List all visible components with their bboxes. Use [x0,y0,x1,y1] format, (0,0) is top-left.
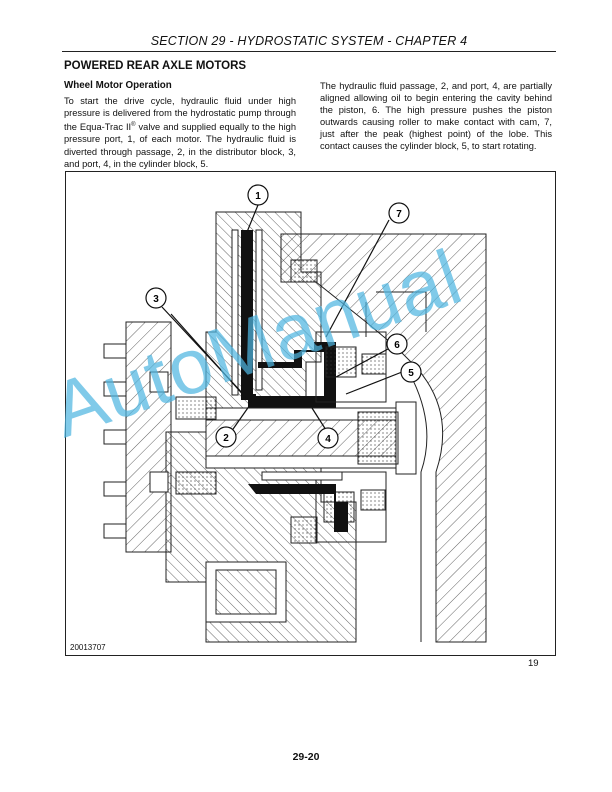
right-column: The hydraulic fluid passage, 2, and port… [320,80,552,153]
left-paragraph-part1: To start the drive cycle, hydraulic flui… [64,96,296,133]
figure-number: 19 [528,658,539,669]
callout-7: 7 [388,202,410,224]
left-paragraph-part2: valve and supplied equally to the high p… [64,122,296,169]
left-column: Wheel Motor Operation To start the drive… [64,80,296,170]
callout-2: 2 [215,426,237,448]
right-paragraph: The hydraulic fluid passage, 2, and port… [320,81,552,152]
section-header: SECTION 29 - HYDROSTATIC SYSTEM - CHAPTE… [150,34,468,48]
callout-1-label: 1 [255,191,261,202]
page-number: 29-20 [292,751,320,763]
wheel-motor-cross-section-drawing: 1 7 3 6 5 2 4 [103,184,487,643]
callout-5-label: 5 [408,368,414,379]
callout-3-label: 3 [153,294,159,305]
registered-mark: ® [131,122,136,129]
callout-5: 5 [400,361,422,383]
header-rule [62,51,556,52]
callout-6-label: 6 [394,340,400,351]
callout-7-label: 7 [396,209,402,220]
left-paragraph: To start the drive cycle, hydraulic flui… [64,95,296,170]
callout-3: 3 [145,287,167,309]
wheel-motor-figure: 1 7 3 6 5 2 4 20013707 [65,171,556,656]
subheading: Wheel Motor Operation [64,80,172,91]
section-title: POWERED REAR AXLE MOTORS [64,60,247,72]
callout-1: 1 [247,184,269,206]
callout-6: 6 [386,333,408,355]
figure-id: 20013707 [70,643,106,652]
callout-2-label: 2 [223,433,229,444]
callout-4-label: 4 [325,434,331,445]
callout-4: 4 [317,427,339,449]
